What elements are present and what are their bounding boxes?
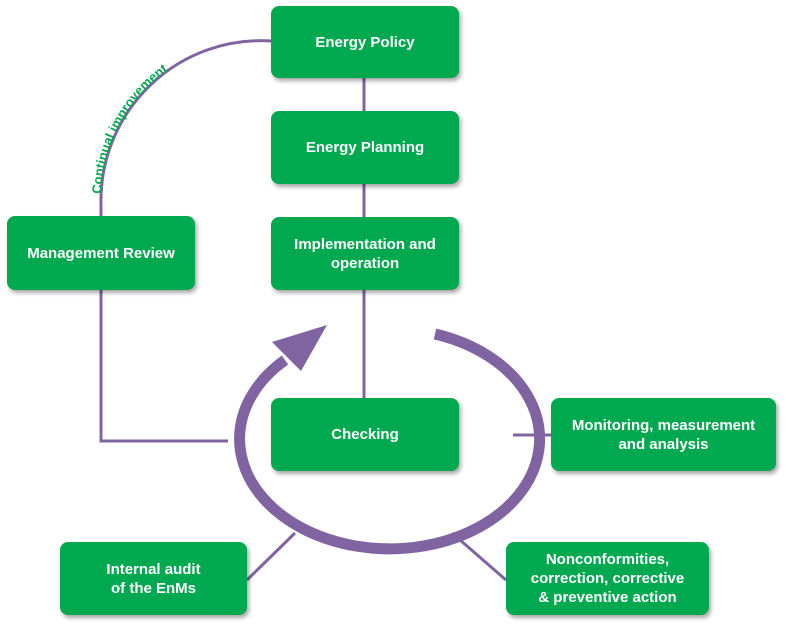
checking-box: Checking — [271, 398, 459, 471]
monitoring-measurement-box: Monitoring, measurement and analysis — [551, 398, 776, 471]
energy-planning-box: Energy Planning — [271, 111, 459, 184]
connector-cycle-audit — [245, 531, 297, 582]
cycle-arrowhead-icon — [272, 325, 327, 371]
implementation-operation-box: Implementation and operation — [271, 217, 459, 290]
continual-improvement-arc — [99, 39, 272, 216]
continual-improvement-label: Continual improvement — [89, 60, 170, 194]
connector-review-cycle — [99, 290, 228, 443]
nonconformities-box: Nonconformities, correction, corrective … — [506, 542, 709, 615]
management-review-box: Management Review — [7, 216, 195, 290]
internal-audit-box: Internal audit of the EnMs — [60, 542, 247, 615]
cycle-ring — [234, 328, 546, 555]
energy-policy-box: Energy Policy — [271, 6, 459, 78]
